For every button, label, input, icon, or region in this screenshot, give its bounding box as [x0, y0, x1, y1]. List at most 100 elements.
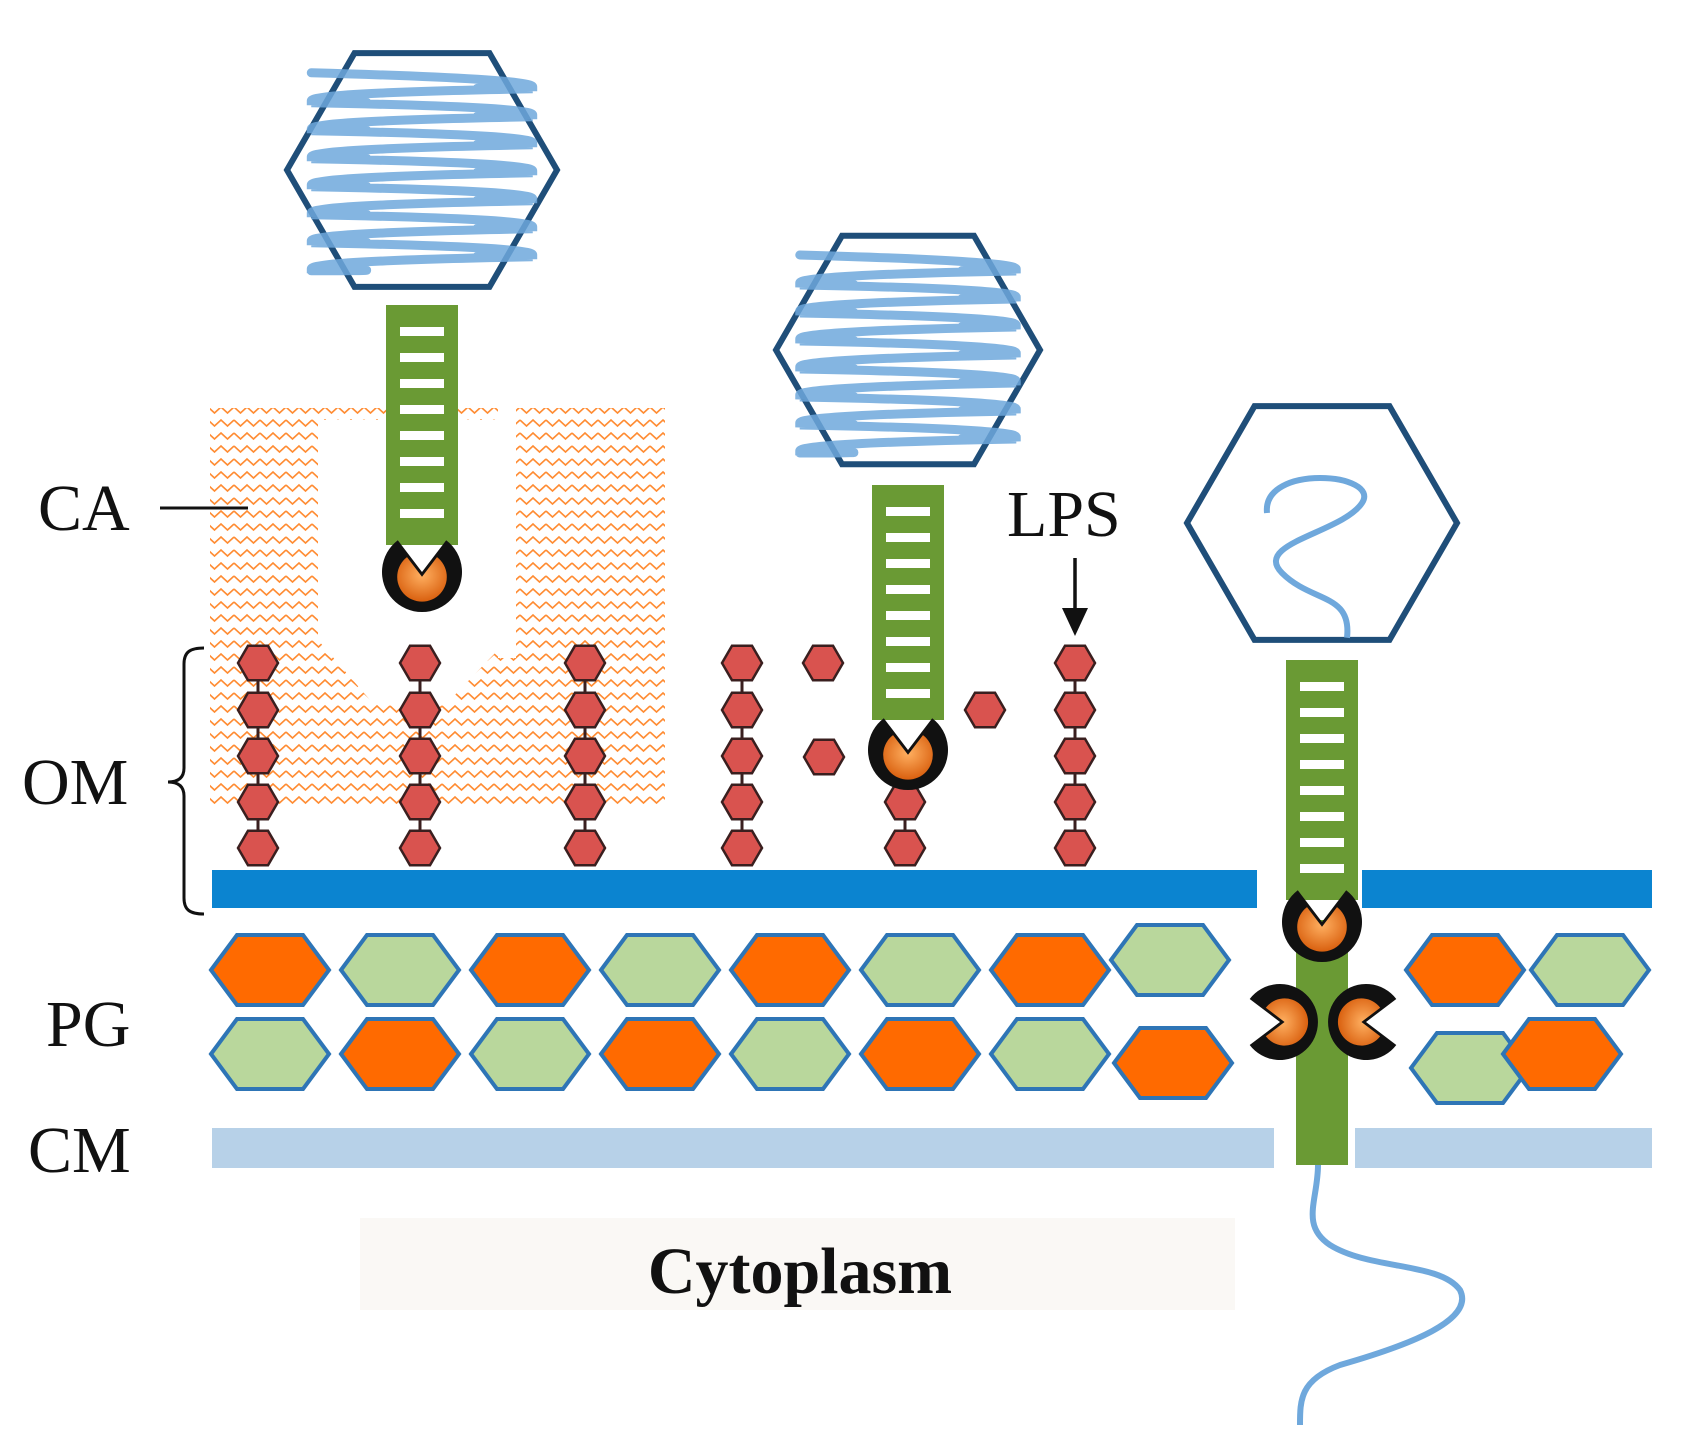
lps-chains — [236, 644, 1097, 867]
packed-dna — [795, 250, 1021, 458]
tail-stripe — [886, 559, 930, 568]
tail-stripe — [886, 533, 930, 542]
cm-bar-right — [1355, 1128, 1652, 1168]
lps-bead — [1053, 737, 1097, 775]
pg-unit-orange — [988, 933, 1112, 1007]
injected-dna-strand — [1297, 1164, 1466, 1426]
pg-unit-orange — [1403, 933, 1527, 1007]
enzyme-phage-2 — [868, 718, 948, 791]
phage-2 — [772, 232, 1044, 720]
pg-unit-green — [858, 933, 982, 1007]
tail-stripe — [886, 611, 930, 620]
enzyme-inner — [1297, 907, 1347, 952]
outer-membrane — [212, 870, 1652, 908]
capsule-gap — [498, 408, 516, 658]
pg-unit-orange — [1500, 1017, 1624, 1091]
lps-bead — [1053, 644, 1097, 682]
lps-bead — [563, 644, 607, 682]
lps-bead — [236, 829, 280, 867]
tail-stripe — [886, 663, 930, 672]
lps-bead — [720, 783, 764, 821]
lps-bead — [883, 829, 927, 867]
phages — [283, 50, 1461, 1165]
lps-bead — [398, 691, 442, 729]
pg-unit-orange — [468, 933, 592, 1007]
enzyme-outer — [1282, 890, 1362, 963]
tail-stripe — [400, 379, 444, 388]
enzyme-phage-1 — [382, 540, 462, 613]
lps-bead — [563, 829, 607, 867]
pg-unit-orange — [598, 1017, 722, 1091]
phage-tail — [872, 485, 944, 720]
enzyme-inner — [397, 557, 447, 602]
enzyme-outer — [382, 540, 462, 613]
tail-stripe — [886, 689, 930, 698]
cytoplasm-panel — [360, 1218, 1235, 1310]
lps-bead — [563, 691, 607, 729]
enzyme-outer — [1249, 984, 1318, 1060]
lps-bead — [1053, 829, 1097, 867]
peptidoglycan-layer — [208, 923, 1652, 1105]
enzyme-outer — [868, 718, 948, 791]
cm-bar-left — [212, 1128, 1274, 1168]
tail-stripe — [886, 507, 930, 516]
tail-stripe — [400, 483, 444, 492]
lps-bead — [1053, 691, 1097, 729]
tail-stripe — [1300, 864, 1344, 873]
tail-stripe — [1300, 838, 1344, 847]
lps-bead — [563, 783, 607, 821]
lps-arrow-head — [1062, 608, 1088, 636]
pg-unit-green — [598, 933, 722, 1007]
tail-stripe — [400, 327, 444, 336]
tail-stripe — [400, 405, 444, 414]
tail-stripe — [400, 353, 444, 362]
pg-unit-green — [338, 933, 462, 1007]
enzyme-inner — [883, 735, 933, 780]
pg-label: PG — [46, 988, 130, 1061]
annotations: CA OM LPS PG CM Cytoplasm — [22, 472, 1121, 1308]
lps-bead — [398, 829, 442, 867]
enzyme-phage-3 — [1282, 890, 1362, 963]
enzyme-pg-right — [1328, 984, 1397, 1060]
lps-bead — [236, 691, 280, 729]
lps-bead — [398, 644, 442, 682]
cm-label: CM — [28, 1114, 131, 1187]
lps-bead-free — [963, 691, 1007, 729]
pg-unit-orange — [208, 933, 332, 1007]
lps-bead-free — [801, 644, 845, 682]
pg-unit-green — [988, 1017, 1112, 1091]
lps-bead — [720, 644, 764, 682]
lps-bead — [720, 829, 764, 867]
phage-3 — [1183, 403, 1461, 900]
enzyme-outer — [1328, 984, 1397, 1060]
ca-label: CA — [38, 472, 130, 545]
om-bar-left — [212, 870, 1257, 908]
lps-bead — [563, 737, 607, 775]
tail-stripe — [400, 509, 444, 518]
lps-bead — [236, 644, 280, 682]
tail-stripe — [1300, 734, 1344, 743]
tail-stripe — [1300, 682, 1344, 691]
packed-dna — [306, 68, 538, 276]
pg-unit-green — [208, 1017, 332, 1091]
lps-bead — [720, 691, 764, 729]
pg-unit-orange — [728, 933, 852, 1007]
pg-unit-green — [1528, 933, 1652, 1007]
lps-bead — [1053, 783, 1097, 821]
enzyme-inner — [1265, 998, 1308, 1046]
phage-tail — [1286, 660, 1358, 900]
phage-capsid — [1183, 403, 1461, 643]
tail-stripe — [1300, 812, 1344, 821]
om-label: OM — [22, 746, 128, 819]
tail-stripe — [1300, 760, 1344, 769]
tail-stripe — [1300, 708, 1344, 717]
cytoplasmic-membrane — [212, 1128, 1652, 1168]
enzyme-inner — [1338, 998, 1381, 1046]
pg-unit-green — [728, 1017, 852, 1091]
om-bar-right — [1362, 870, 1652, 908]
pg-unit-orange — [858, 1017, 982, 1091]
pg-unit-green — [468, 1017, 592, 1091]
tail-stripe — [886, 637, 930, 646]
lps-bead — [236, 737, 280, 775]
